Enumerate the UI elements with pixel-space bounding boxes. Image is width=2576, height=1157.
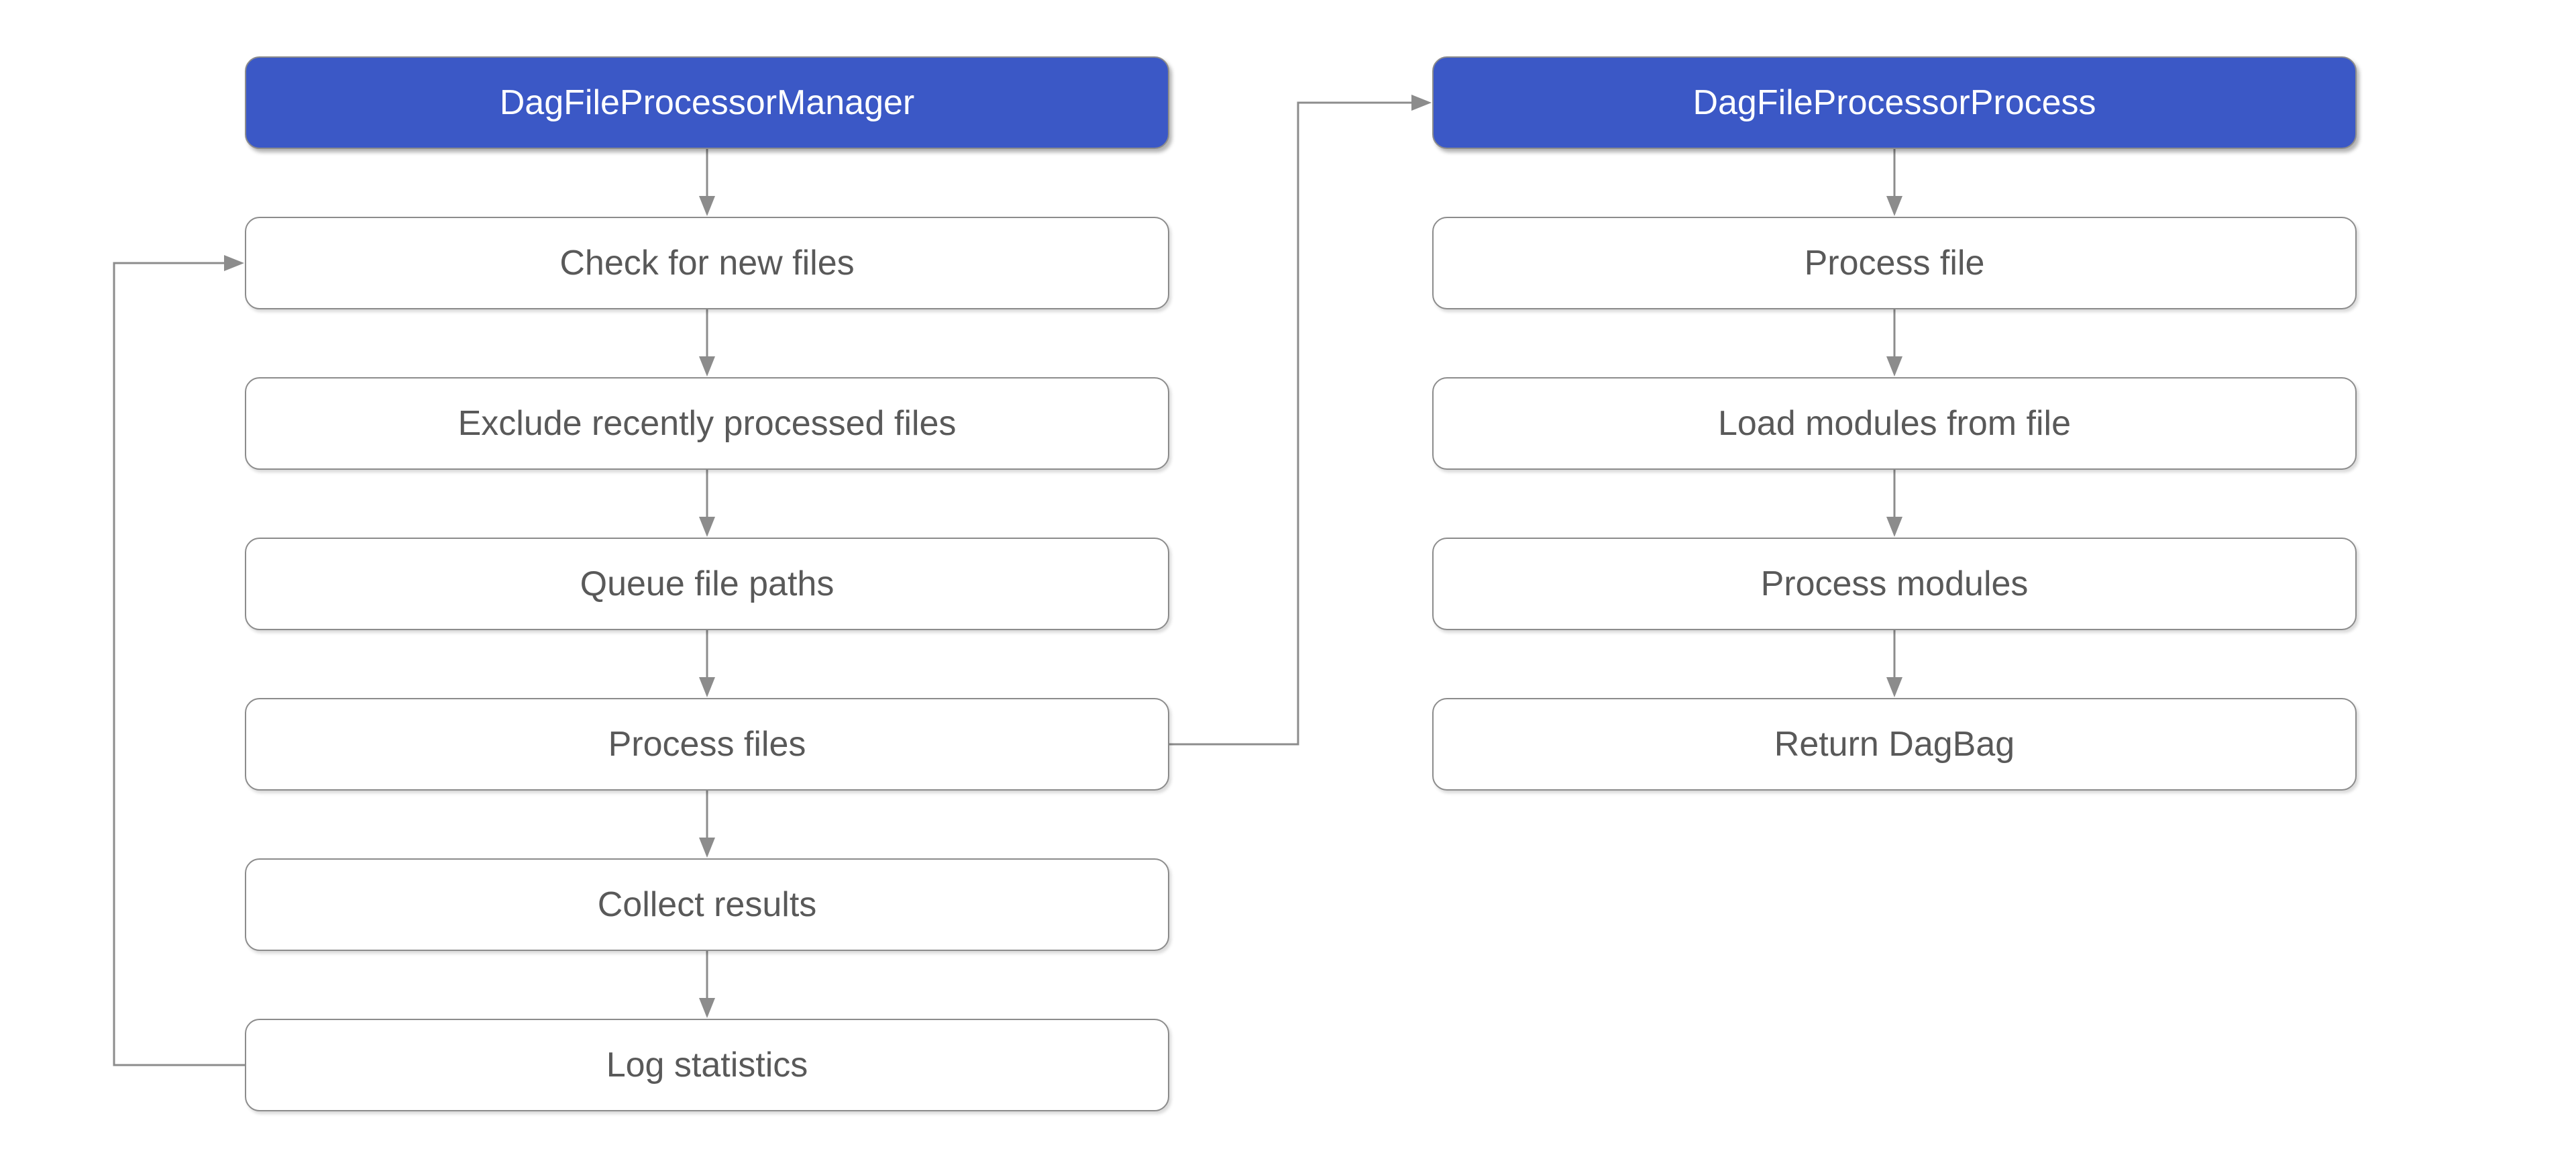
node-process-modules: Process modules bbox=[1432, 538, 2357, 630]
manager-header-node: DagFileProcessorManager bbox=[245, 56, 1169, 149]
node-return-dagbag: Return DagBag bbox=[1432, 698, 2357, 791]
node-process-files: Process files bbox=[245, 698, 1169, 791]
node-exclude-recently-processed-files: Exclude recently processed files bbox=[245, 377, 1169, 470]
edge-log-loopback-to-check bbox=[113, 255, 245, 1066]
node-load-modules-from-file: Load modules from file bbox=[1432, 377, 2357, 470]
processor-header-node: DagFileProcessorProcess bbox=[1432, 56, 2357, 149]
node-queue-file-paths: Queue file paths bbox=[245, 538, 1169, 630]
node-log-statistics: Log statistics bbox=[245, 1019, 1169, 1111]
node-process-file: Process file bbox=[1432, 217, 2357, 309]
node-check-for-new-files: Check for new files bbox=[245, 217, 1169, 309]
edge-processfiles-to-processor bbox=[1169, 95, 1432, 746]
node-collect-results: Collect results bbox=[245, 858, 1169, 951]
